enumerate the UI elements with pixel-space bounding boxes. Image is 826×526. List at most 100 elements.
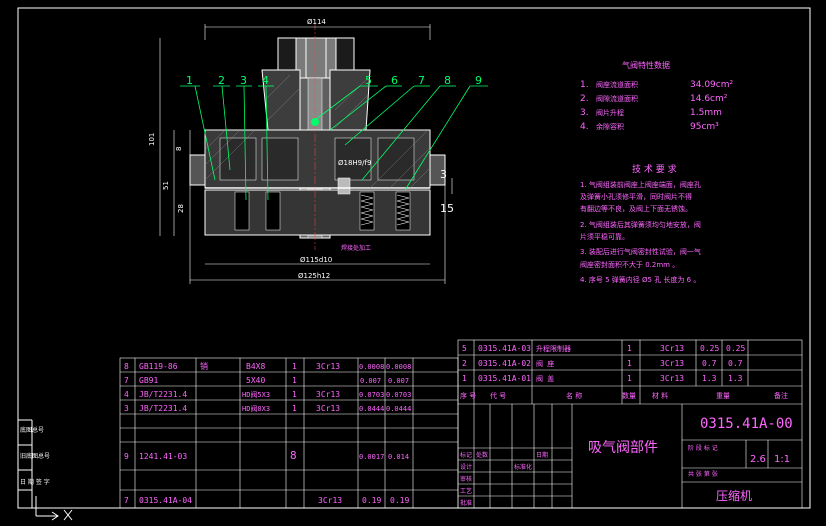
dimension-texts: Ø114 Ø18H9/f9 Ø115d10 Ø125h12 101 51 28 … [148, 18, 371, 280]
spec-label: 余隙容积 [596, 122, 624, 131]
part-qty: 1 [292, 404, 297, 413]
part-w1: 1.3 [702, 374, 717, 383]
tech-line: 1. 气阀组装前阀座上阀座端面，阀座孔 [580, 180, 701, 189]
part-w2: 0.25 [726, 344, 745, 353]
weight-value: 2.6 [750, 454, 766, 465]
tb-label: 批准 [460, 499, 472, 507]
part-no: 5 [462, 344, 467, 353]
part-no: 4 [124, 390, 129, 399]
parts-right-header: 序 号 代 号 名 称 数量 材 料 重量 备注 [460, 391, 788, 400]
spec-label: 阀片升程 [596, 108, 624, 117]
margin-label: 旧底图总号 [20, 452, 50, 460]
drawing-number: 0315.41A-00 [700, 416, 793, 432]
part-qty: 1 [627, 344, 632, 353]
dim-outer: Ø125h12 [298, 272, 330, 280]
part-mat: 3Cr13 [316, 362, 340, 371]
part-code: 0315.41A-03 [478, 344, 531, 353]
tb-label: 审核 [460, 475, 472, 483]
tech-line: 有翻边等不良，及阀上下面无锈蚀。 [580, 204, 692, 213]
callout-7: 7 [418, 74, 425, 87]
part-no: 7 [124, 496, 129, 505]
part-w1: 0.19 [362, 496, 381, 505]
section-view [189, 22, 446, 250]
part-name: 阀 座 [536, 359, 554, 368]
header-qty: 数量 [622, 391, 636, 400]
margin-labels: 底图总号 旧底图总号 日 期 签 字 [20, 426, 50, 486]
part-no: 3 [124, 404, 129, 413]
part-no: 7 [124, 376, 129, 385]
part-code: JB/T2231.4 [139, 390, 187, 399]
part-w2: 0.7 [728, 359, 743, 368]
part-mat: 3Cr13 [660, 359, 684, 368]
dim-height-mid: 51 [162, 181, 170, 190]
part-w2: 0.0008 [386, 363, 411, 371]
header-note: 备注 [774, 391, 788, 400]
part-code: 0315.41A-01 [478, 374, 531, 383]
part-w1: 0.7 [702, 359, 717, 368]
company-name: 压缩机 [716, 488, 752, 503]
tech-requirements: 技 术 要 求 1. 气阀组装前阀座上阀座端面，阀座孔 及弹簧小孔须修平滑，同时… [580, 163, 701, 284]
part-qty: 1 [292, 362, 297, 371]
parts-list-right [457, 339, 803, 509]
part-w2: 0.007 [388, 377, 409, 385]
tb-label: 日期 [536, 451, 548, 459]
spec-value: 95cm³ [690, 122, 719, 132]
part-name: 阀 盖 [536, 374, 554, 383]
part-spec: 5X40 [246, 376, 265, 385]
dim-bore: Ø115d10 [300, 256, 332, 264]
callout-9: 9 [475, 74, 482, 87]
callout-5: 5 [365, 74, 372, 87]
header-name: 名 称 [566, 391, 582, 400]
part-w2: 0.0444 [386, 405, 411, 413]
part-code: 1241.41-03 [139, 452, 187, 461]
callout-2: 2 [218, 74, 225, 87]
part-title: 吸气阀部件 [588, 440, 658, 456]
header-mat: 材 料 [652, 391, 668, 400]
parts-left-text: 8 GB119-86 销 B4X8 1 3Cr13 0.0008 0.0008 … [124, 361, 411, 505]
parts-list-left [119, 357, 459, 509]
part-mat: 3Cr13 [316, 390, 340, 399]
spec-value: 34.09cm² [690, 80, 733, 90]
sheet-info: 共 张 第 张 [688, 470, 718, 478]
part-code: GB119-86 [139, 362, 178, 371]
part-spec: HD阀5X3 [242, 390, 270, 399]
callout-4: 4 [262, 74, 269, 87]
header-no: 序 号 [460, 391, 476, 400]
part-code: GB91 [139, 376, 158, 385]
tb-label: 处数 [476, 451, 488, 459]
spec-title: 气阀特性数据 [622, 60, 670, 70]
part-qty: 1 [627, 359, 632, 368]
part-mat: 3Cr13 [316, 404, 340, 413]
tech-title: 技 术 要 求 [632, 163, 677, 175]
part-w2: 1.3 [728, 374, 743, 383]
spec-n: 3. [580, 108, 589, 118]
part-qty: 8 [290, 449, 297, 462]
callout-8: 8 [444, 74, 451, 87]
part-w2: 0.014 [388, 453, 409, 461]
part-w2: 0.0703 [386, 391, 411, 399]
dim-small-v: 8 [175, 147, 183, 151]
tb-label: 工艺 [460, 487, 472, 495]
spec-table: 气阀特性数据 1. 阀座流道面积 34.09cm² 2. 阀隙流道面积 14.6… [580, 60, 733, 132]
header-code: 代 号 [490, 391, 506, 400]
part-qty: 1 [627, 374, 632, 383]
dimension-lines [159, 24, 446, 284]
dim-height-low: 28 [177, 204, 185, 213]
part-no: 8 [124, 362, 129, 371]
ucs-icon [35, 496, 73, 521]
tb-label: 标准化 [514, 463, 532, 471]
tech-line: 片须平稳可靠。 [580, 232, 629, 241]
title-block: 吸气阀部件 0315.41A-00 2.6 1:1 压缩机 共 张 第 张 阶 … [460, 416, 793, 507]
part-spec: HD阀0X3 [242, 404, 270, 413]
spec-label: 阀座流道面积 [596, 80, 638, 89]
callout-numbers: 1 2 3 4 5 6 7 8 9 [186, 74, 482, 87]
spec-value: 1.5mm [690, 108, 722, 118]
part-name: 销 [200, 361, 208, 371]
callout-6: 6 [391, 74, 398, 87]
part-w2: 0.19 [390, 496, 409, 505]
dim-side-15: 15 [440, 202, 454, 215]
part-code: 0315.41A-04 [139, 496, 192, 505]
part-name: 升程限制器 [536, 344, 571, 353]
part-code: JB/T2231.4 [139, 404, 187, 413]
